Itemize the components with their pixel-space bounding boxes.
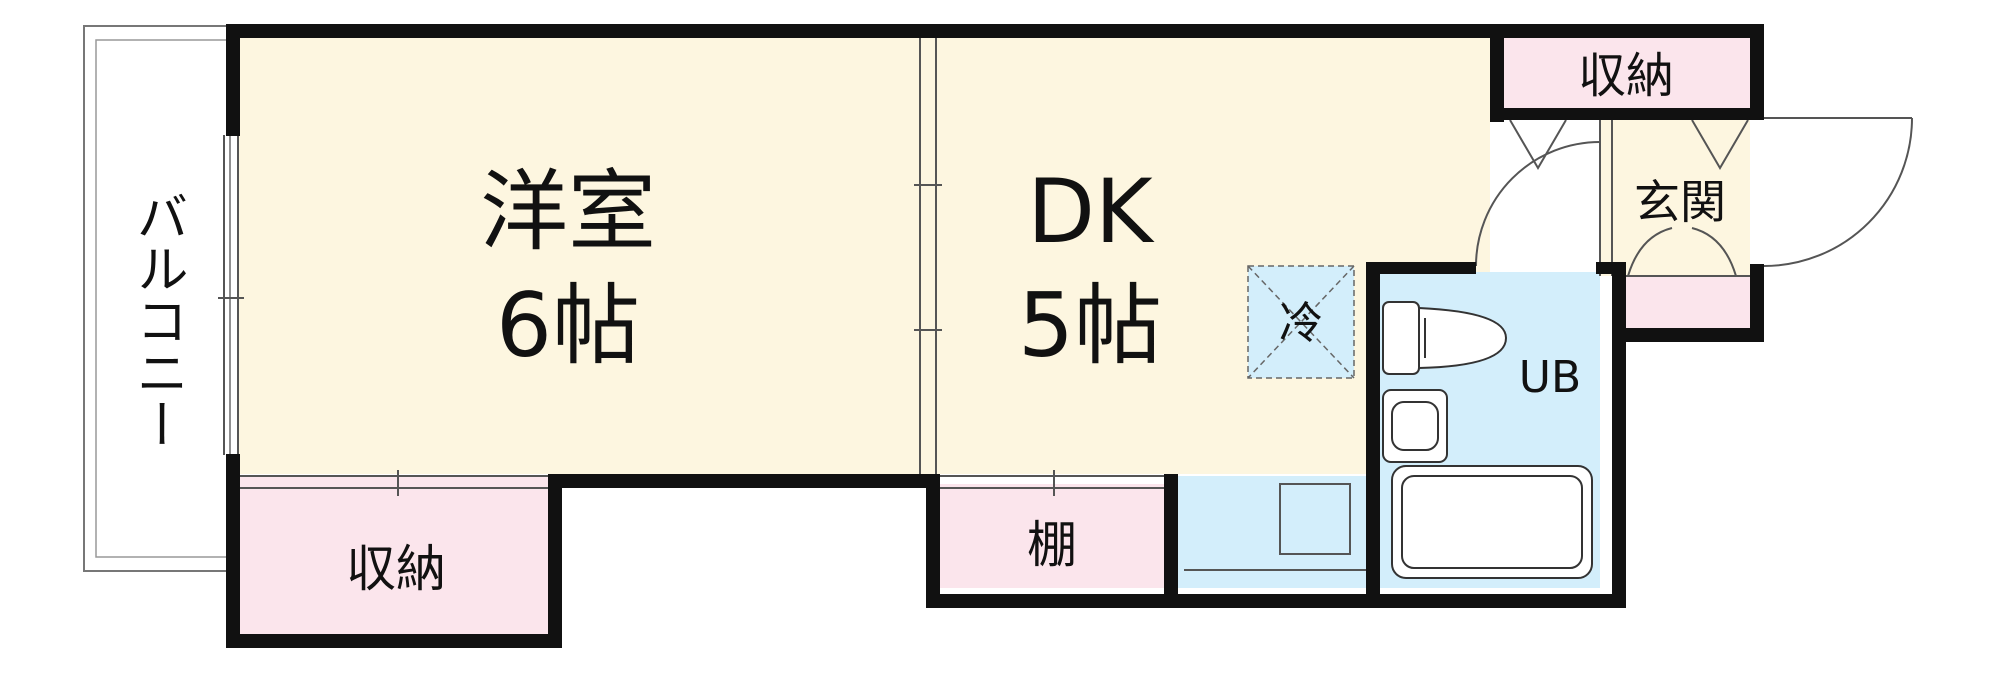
dk-label: DK	[1027, 160, 1155, 263]
storage-bottom-area	[238, 476, 548, 636]
shelf-label: 棚	[1027, 516, 1077, 574]
dk-size-label: 5帖	[1018, 274, 1162, 377]
western-room-label: 洋室	[480, 160, 656, 263]
fridge-space	[1247, 265, 1355, 379]
ub-fixtures	[1382, 301, 1593, 579]
western-room-size-label: 6帖	[496, 274, 640, 377]
genkan-label: 玄関	[1634, 175, 1726, 229]
fridge-label: 冷	[1279, 298, 1323, 349]
storage-top-area	[1502, 38, 1750, 110]
storage-bottom-label: 収納	[346, 540, 446, 598]
western-room-floor	[238, 34, 928, 474]
walls	[226, 24, 1764, 648]
ub-label: UB	[1519, 352, 1581, 403]
genkan-floor	[1600, 118, 1750, 276]
storage-top-label: 収納	[1578, 48, 1674, 104]
toilet-icon	[1382, 301, 1508, 375]
genkan-step	[1612, 276, 1750, 328]
kitchen-area	[1176, 476, 1376, 588]
sink-icon	[1382, 389, 1448, 463]
balcony-label: バルコニー	[127, 190, 187, 450]
balcony	[83, 25, 231, 572]
interior-lines	[218, 34, 1913, 571]
shelf-area	[940, 484, 1164, 588]
bathtub-icon	[1391, 465, 1593, 579]
